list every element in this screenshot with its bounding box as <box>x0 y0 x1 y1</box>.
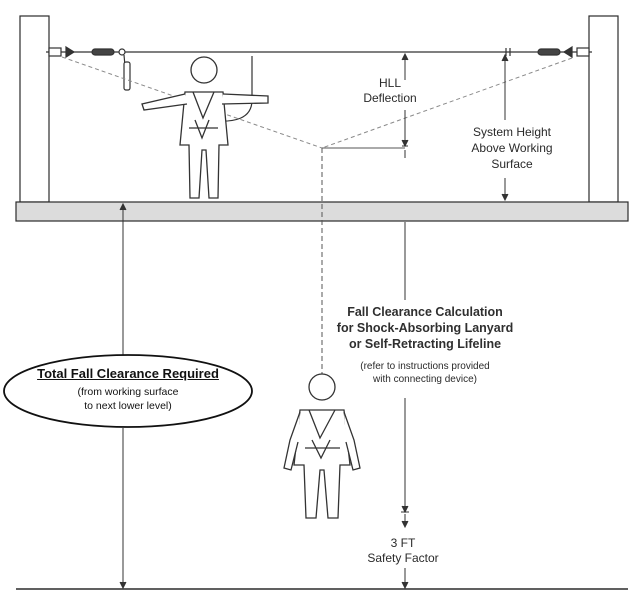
calculation-title: Fall Clearance Calculation for Shock-Abs… <box>330 304 520 352</box>
hll-line-1: HLL <box>378 76 401 90</box>
total-note-line-2: to next lower level) <box>84 400 172 412</box>
calculation-note-line-2: with connecting device) <box>373 374 477 385</box>
hll-line-2: Deflection <box>363 91 417 105</box>
safety-line-1: 3 FT <box>390 536 416 550</box>
right-post <box>588 15 619 203</box>
safety-line-2: Safety Factor <box>367 551 439 565</box>
hll-deflection-dimension <box>401 52 409 158</box>
system-height-line-2: Above Working <box>471 141 553 155</box>
total-clearance-dimension <box>119 202 127 590</box>
left-lifeline-hardware <box>48 45 131 91</box>
total-note-line-1: (from working surface <box>77 386 179 398</box>
total-clearance-title: Total Fall Clearance Required <box>37 366 219 381</box>
deflection-line-left <box>61 56 323 149</box>
calculation-line-1: Fall Clearance Calculation <box>347 305 503 319</box>
system-height-line-3: Surface <box>491 157 533 171</box>
worker-fallen <box>283 373 361 519</box>
hll-deflection-label: HLL Deflection <box>340 76 440 106</box>
total-clearance-ellipse <box>3 354 253 428</box>
deflection-line-right <box>321 57 573 149</box>
calculation-note: (refer to instructions provided with con… <box>330 360 520 386</box>
system-height-label: System Height Above Working Surface <box>437 124 587 172</box>
fall-clearance-dimension <box>401 222 409 529</box>
worker-standing <box>141 56 269 199</box>
system-height-line-1: System Height <box>472 125 552 139</box>
left-post <box>19 15 50 203</box>
calculation-line-3: or Self-Retracting Lifeline <box>348 337 502 351</box>
system-height-dimension <box>501 53 509 202</box>
right-lifeline-hardware <box>505 45 590 59</box>
safety-factor-label: 3 FT Safety Factor <box>348 536 458 566</box>
calculation-line-2: for Shock-Absorbing Lanyard <box>336 321 514 335</box>
calculation-note-line-1: (refer to instructions provided <box>360 361 490 372</box>
total-clearance-note: (from working surface to next lower leve… <box>8 385 248 413</box>
safety-factor-dimension <box>401 568 409 590</box>
